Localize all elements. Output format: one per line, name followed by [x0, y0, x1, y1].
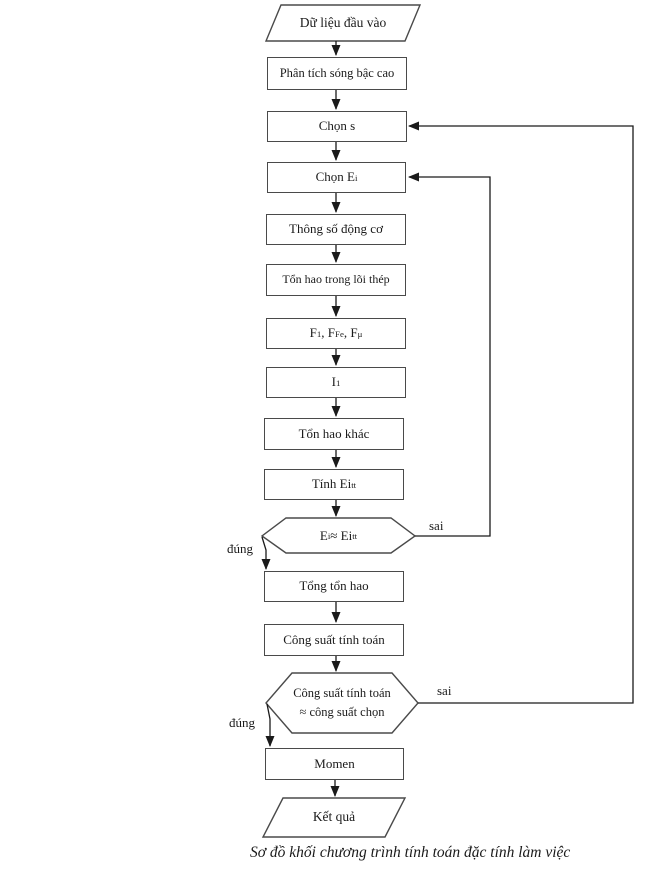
- node-cong-suat-tinh-toan: Công suất tính toán: [264, 624, 404, 656]
- shape-input-parallelogram: [264, 4, 422, 42]
- edge-label-dung-2: đúng: [229, 715, 255, 730]
- shape-decision-ei-hexagon: [260, 517, 417, 554]
- node-ton-hao-trong-loi-thep: Tổn hao trong lõi thép: [266, 264, 406, 296]
- node-chon-s: Chọn s: [267, 111, 407, 142]
- node-ket-qua: Kết quả: [312, 809, 356, 824]
- node-thong-so-dong-co: Thông số động cơ: [266, 214, 406, 245]
- decision-cong-suat-line2: ≈ công suất chọn: [299, 704, 385, 719]
- node-phan-tich-song-bac-cao: Phân tích sóng bậc cao: [267, 57, 407, 90]
- node-ton-hao-khac: Tổn hao khác: [264, 418, 404, 450]
- node-momen: Momen: [265, 748, 404, 780]
- decision-cong-suat-line1: Công suất tính toán: [293, 686, 391, 701]
- flow-decision-ei-sai-loop: [408, 172, 491, 537]
- diagram-caption: Sơ đồ khối chương trình tính toán đặc tí…: [250, 844, 571, 861]
- edge-label-sai-1: sai: [429, 518, 444, 533]
- shape-output-parallelogram: [261, 797, 407, 838]
- node-du-lieu-dau-vao: Dữ liệu đầu vào: [299, 15, 387, 30]
- node-tong-ton-hao: Tổng tổn hao: [264, 571, 404, 602]
- shape-decision-cong-suat-hexagon: [265, 672, 419, 734]
- edge-label-dung-1: đúng: [227, 541, 253, 556]
- flow-decision-cong-suat-dung: [265, 703, 275, 747]
- flow-decision-cong-suat-sai-loop: [408, 121, 634, 704]
- edge-label-sai-2: sai: [437, 683, 452, 698]
- decision-cong-suat-approx-chon: Công suất tính toán ≈ công suất chọn: [266, 676, 418, 729]
- flow-decision-ei-dung: [261, 536, 271, 570]
